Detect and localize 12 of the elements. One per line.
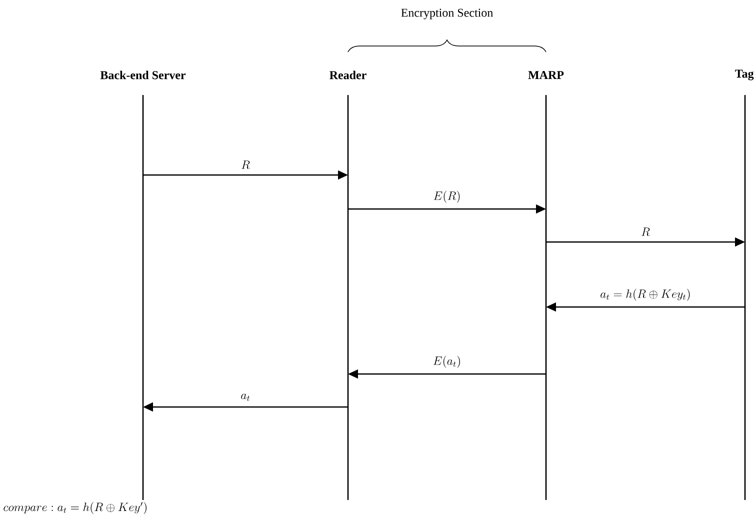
lifeline: Back-end Server [100, 70, 186, 500]
edge-label: $R$ [240, 160, 252, 170]
lifeline: MARP [528, 71, 564, 500]
edge-label: $E(a_t)$ [432, 354, 462, 369]
lifeline: Tag [735, 70, 754, 500]
edge-label: $E(R)$ [432, 190, 462, 204]
formula: $compare: a_t = h(R \oplus Key')$ [4, 502, 146, 514]
edge-label: $a_t$ [240, 392, 252, 402]
edge-label: $R$ [640, 226, 652, 237]
section-label: Encryption Section [401, 8, 493, 20]
lifeline: Reader [330, 70, 366, 500]
edge-label: $a_t = h(R \oplus Key_t)$ [599, 288, 692, 302]
